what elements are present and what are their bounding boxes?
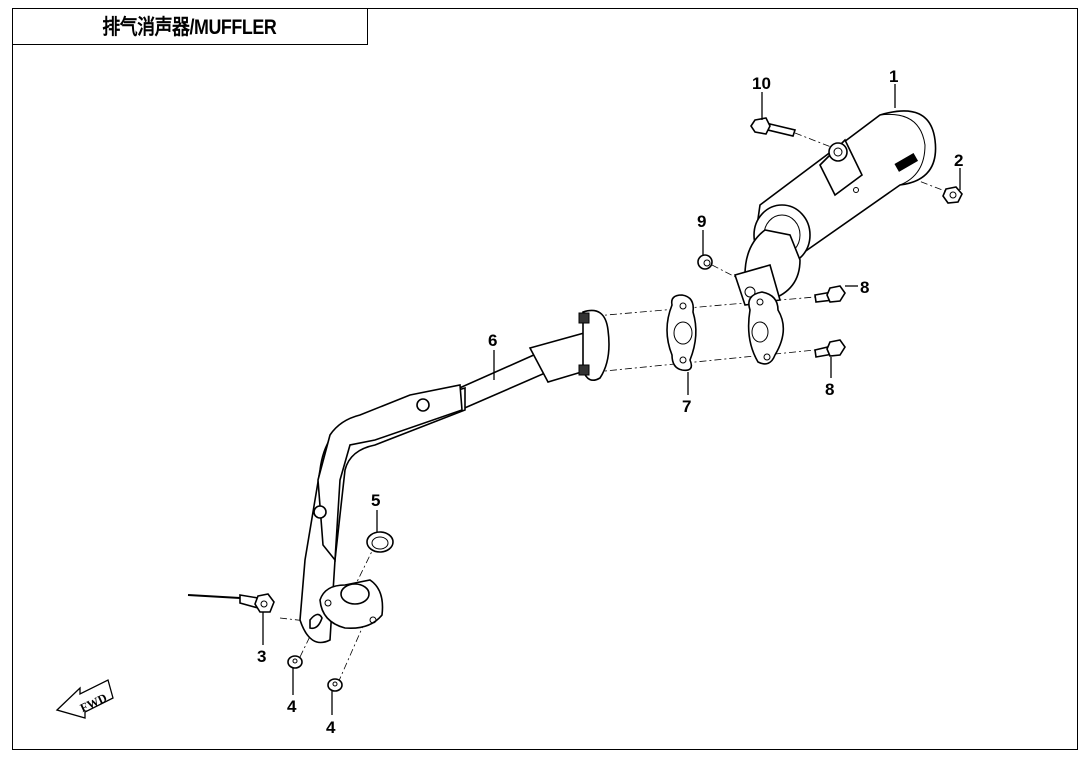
bolt-8-upper xyxy=(814,285,846,303)
callout-8a: 8 xyxy=(860,278,869,297)
bolt-10 xyxy=(750,117,797,137)
callouts: 1 2 3 4 4 5 6 7 8 8 9 10 xyxy=(257,67,963,737)
callout-1: 1 xyxy=(889,67,898,86)
callout-9: 9 xyxy=(697,212,706,231)
title-box: 排气消声器/MUFFLER xyxy=(12,8,368,45)
callout-4b: 4 xyxy=(326,718,336,737)
nut-2 xyxy=(942,186,963,204)
callout-6: 6 xyxy=(488,331,497,350)
oxygen-sensor xyxy=(187,593,275,613)
leader-lines xyxy=(262,84,961,715)
nut-4-left xyxy=(287,655,303,669)
callout-8b: 8 xyxy=(825,380,834,399)
exhaust-pipe xyxy=(299,309,610,644)
fwd-arrow-icon: FWD xyxy=(55,679,114,719)
callout-7: 7 xyxy=(682,397,691,416)
nut-9 xyxy=(697,254,713,270)
callout-3: 3 xyxy=(257,647,266,666)
page-title: 排气消声器/MUFFLER xyxy=(102,16,277,39)
callout-2: 2 xyxy=(954,151,963,170)
callout-4a: 4 xyxy=(287,697,297,716)
muffler xyxy=(733,110,937,365)
drawing-frame xyxy=(12,8,1078,750)
nut-4-right xyxy=(327,678,343,692)
callout-5: 5 xyxy=(371,491,380,510)
bolt-8-lower xyxy=(814,339,846,358)
callout-10: 10 xyxy=(752,74,771,93)
flange-gasket xyxy=(666,294,697,372)
gasket-ring xyxy=(366,531,394,553)
